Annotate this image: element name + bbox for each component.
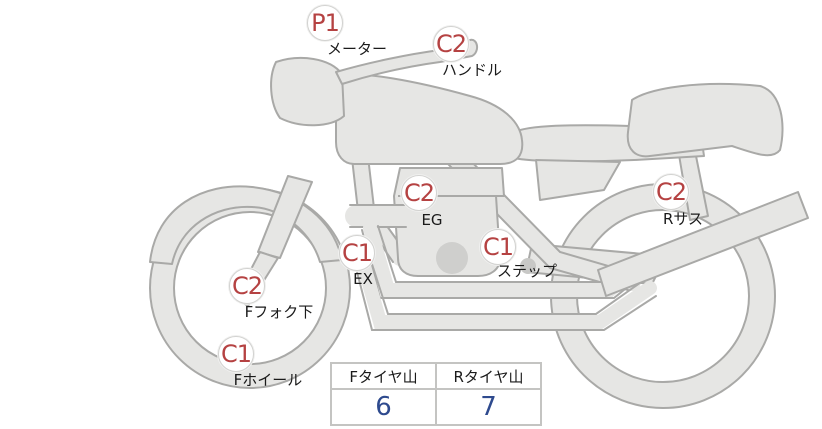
meter-label: メーター: [326, 40, 388, 58]
exhaust-code: C1: [341, 239, 373, 267]
tail-cowl: [626, 82, 784, 158]
front-fork-lower-label: Fフォク下: [244, 303, 314, 321]
side-cover: [535, 159, 621, 201]
front-fork-lower-code: C2: [231, 272, 263, 300]
rear-tire: [550, 183, 776, 409]
muffler: [597, 191, 809, 297]
tire-tread-table: Fタイヤ山 Rタイヤ山 6 7: [330, 362, 542, 426]
front-fork-upper: [257, 175, 313, 259]
exhaust-label: EX: [353, 270, 373, 288]
headlight: [270, 57, 345, 127]
front-tire-header: Fタイヤ山: [330, 362, 437, 390]
engine-code: C2: [403, 179, 435, 207]
meter-badge: P1: [307, 5, 343, 41]
front-tire-value: 6: [330, 388, 437, 426]
step-peg: [520, 258, 536, 274]
engine-label: EG: [421, 211, 443, 229]
rear-suspension-label: Rサス: [662, 210, 704, 228]
front-wheel-badge: C1: [218, 336, 254, 372]
fuel-tank: [335, 73, 524, 165]
exhaust-badge: C1: [339, 235, 375, 271]
handle-label: ハンドル: [441, 61, 503, 79]
tire-table-value-row: 6 7: [330, 388, 542, 426]
muffler-pipe: [357, 259, 657, 329]
step-badge: C1: [480, 229, 516, 265]
tire-table-header-row: Fタイヤ山 Rタイヤ山: [330, 362, 542, 390]
front-fork-lower-badge: C2: [229, 268, 265, 304]
rear-suspension-code: C2: [655, 178, 687, 206]
engine-badge: C2: [401, 175, 437, 211]
front-wheel-label: Fホイール: [233, 371, 303, 389]
handle-badge: C2: [433, 26, 469, 62]
handle-code: C2: [435, 30, 467, 58]
engine-cover: [436, 242, 468, 274]
rear-suspension-badge: C2: [653, 174, 689, 210]
front-wheel-code: C1: [220, 340, 252, 368]
rear-tire-header: Rタイヤ山: [435, 362, 542, 390]
step-code: C1: [482, 233, 514, 261]
meter-code: P1: [311, 9, 340, 37]
rear-tire-value: 7: [435, 388, 542, 426]
step-label: ステップ: [496, 262, 558, 280]
